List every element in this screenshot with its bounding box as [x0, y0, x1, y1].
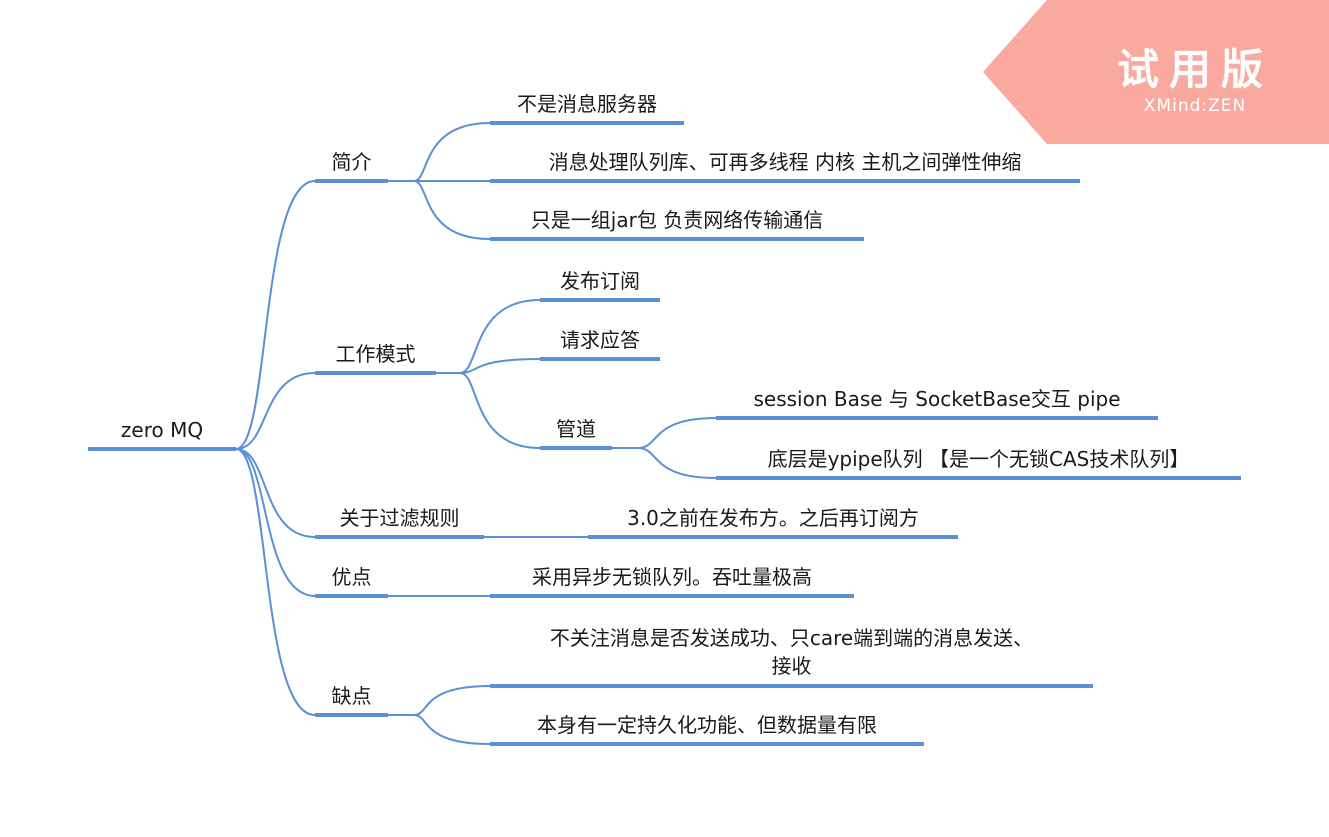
link-cons-1: [413, 685, 491, 716]
branch-work-mode[interactable]: 工作模式: [315, 341, 436, 375]
branch-intro[interactable]: 简介: [315, 149, 388, 183]
pipe-item-1[interactable]: session Base 与 SocketBase交互 pipe: [716, 386, 1158, 420]
intro-item-3-label: 只是一组jar包 负责网络传输通信: [530, 208, 824, 232]
link-intro-1: [413, 122, 491, 182]
link-root-pros: [235, 448, 316, 597]
cons-item-1-line1: 不关注消息是否发送成功、只care端到端的消息发送、: [549, 626, 1034, 650]
intro-item-1[interactable]: 不是消息服务器: [490, 91, 684, 125]
link-root-cons: [235, 448, 316, 716]
work-item-pipe[interactable]: 管道: [540, 416, 612, 450]
cons-item-2[interactable]: 本身有一定持久化功能、但数据量有限: [490, 712, 924, 746]
watermark-subtitle: XMind:ZEN: [1143, 96, 1247, 116]
cons-item-1-line2: 接收: [771, 654, 812, 678]
intro-item-2-label: 消息处理队列库、可再多线程 内核 主机之间弹性伸缩: [548, 150, 1022, 174]
intro-item-2[interactable]: 消息处理队列库、可再多线程 内核 主机之间弹性伸缩: [490, 149, 1080, 183]
root-label: zero MQ: [120, 418, 204, 442]
work-item-pubsub-label: 发布订阅: [560, 269, 640, 293]
cons-item-1[interactable]: 不关注消息是否发送成功、只care端到端的消息发送、 接收: [490, 622, 1093, 688]
intro-item-3[interactable]: 只是一组jar包 负责网络传输通信: [490, 207, 864, 241]
work-item-reqrep[interactable]: 请求应答: [540, 327, 660, 361]
link-cons-2: [413, 714, 491, 745]
work-item-reqrep-label: 请求应答: [560, 328, 640, 352]
link-root-workmode: [235, 372, 316, 450]
branch-work-mode-label: 工作模式: [335, 342, 416, 366]
link-work-3: [459, 372, 541, 449]
link-pipe-2: [637, 447, 717, 479]
pipe-item-2[interactable]: 底层是ypipe队列 【是一个无锁CAS技术队列】: [716, 446, 1241, 480]
link-work-2: [459, 358, 541, 374]
link-root-filter: [235, 448, 316, 538]
cons-item-2-label: 本身有一定持久化功能、但数据量有限: [537, 713, 877, 737]
branch-cons[interactable]: 缺点: [315, 683, 388, 717]
work-item-pipe-label: 管道: [556, 417, 596, 441]
branch-filter-rules-label: 关于过滤规则: [339, 506, 460, 530]
watermark-banner: [983, 0, 1329, 144]
work-item-pubsub[interactable]: 发布订阅: [540, 268, 660, 302]
branch-pros[interactable]: 优点: [315, 564, 388, 598]
pros-item-1-label: 采用异步无锁队列。吞吐量极高: [532, 565, 812, 589]
watermark-title: 试用版: [1116, 45, 1273, 94]
root-node[interactable]: zero MQ: [88, 417, 236, 451]
branch-filter-rules[interactable]: 关于过滤规则: [315, 505, 484, 539]
pros-item-1[interactable]: 采用异步无锁队列。吞吐量极高: [490, 564, 854, 598]
filter-item-1-label: 3.0之前在发布方。之后再订阅方: [627, 506, 919, 530]
branch-intro-label: 简介: [331, 150, 372, 174]
cons-item-1-label: 不关注消息是否发送成功、只care端到端的消息发送、 接收: [490, 622, 1093, 680]
filter-item-1[interactable]: 3.0之前在发布方。之后再订阅方: [588, 505, 958, 539]
pipe-item-1-label: session Base 与 SocketBase交互 pipe: [753, 387, 1121, 411]
link-root-intro: [235, 180, 316, 450]
branch-cons-label: 缺点: [331, 684, 372, 708]
intro-item-1-label: 不是消息服务器: [517, 92, 657, 116]
link-pipe-1: [637, 417, 717, 449]
branch-pros-label: 优点: [331, 565, 372, 589]
link-intro-3: [413, 180, 491, 240]
pipe-item-2-label: 底层是ypipe队列 【是一个无锁CAS技术队列】: [767, 447, 1190, 471]
link-work-1: [459, 299, 541, 374]
